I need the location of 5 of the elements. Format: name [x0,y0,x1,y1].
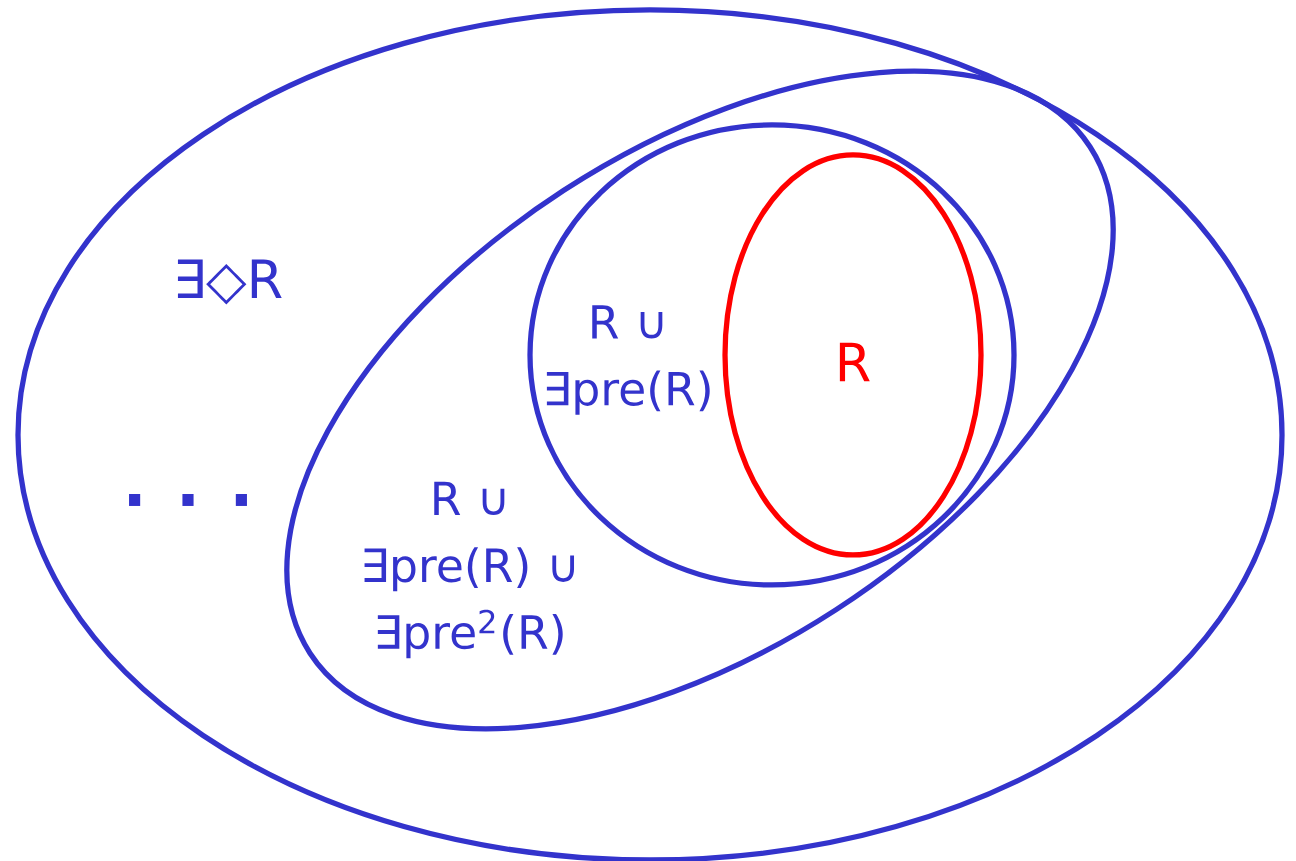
label: R ∪ ∃pre(R) [546,305,710,415]
label: R ∪ ∃pre(R) ∪ ∃pre$^{2}$(R) [364,481,574,659]
label: . . . [129,494,247,506]
label: R [839,342,870,382]
label: ∃◇R [177,259,282,305]
